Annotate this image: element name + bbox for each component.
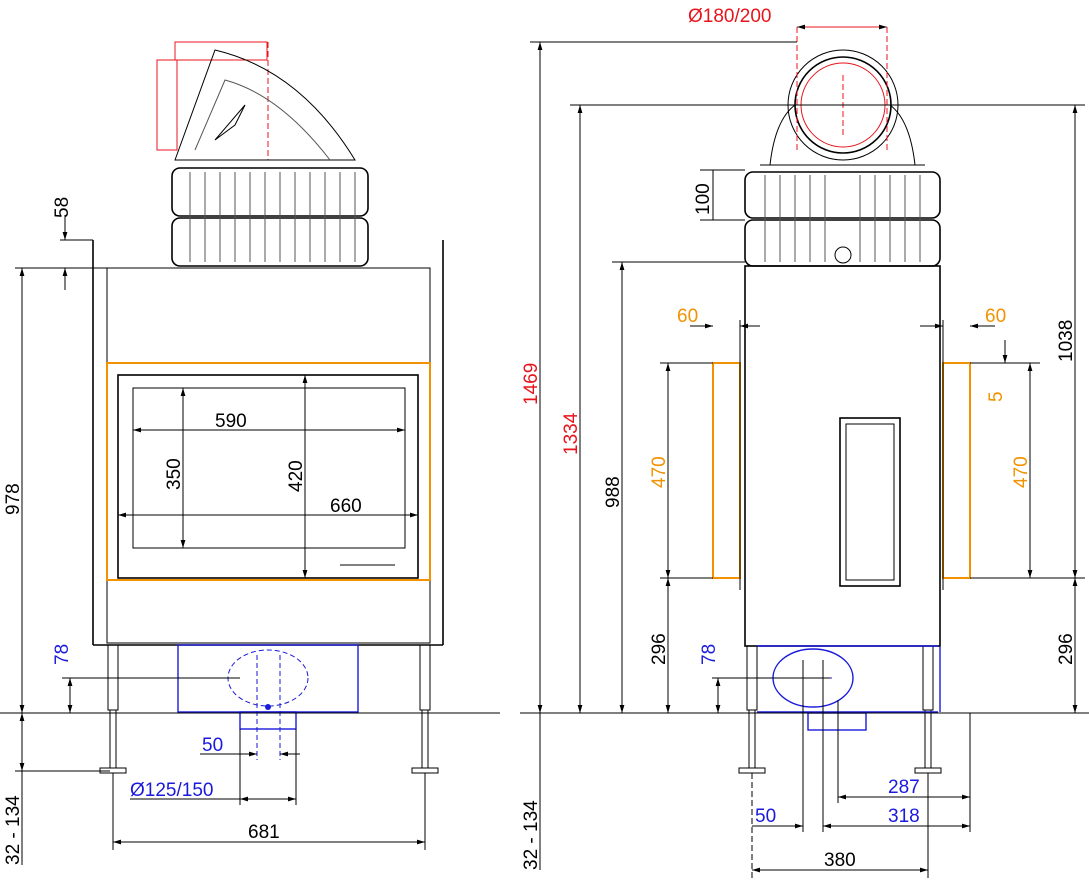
side-air-inlet — [757, 645, 941, 731]
dim-flue-diameter: Ø180/200 — [688, 6, 771, 27]
dim-leg-adjust: 32 - 134 — [3, 795, 24, 865]
dim-470-left: 470 — [649, 456, 670, 488]
dim-287: 287 — [888, 777, 920, 798]
dim-50: 50 — [202, 735, 223, 756]
dim-590: 590 — [215, 411, 247, 432]
side-panel-left — [712, 362, 741, 579]
dim-660: 660 — [330, 496, 362, 517]
dim-350: 350 — [164, 458, 185, 490]
dim-318: 318 — [888, 806, 920, 827]
flue-elbow — [156, 41, 356, 161]
dim-296-left: 296 — [649, 633, 670, 665]
firebox-body — [92, 240, 444, 646]
side-legs — [738, 645, 942, 774]
dim-60-left: 60 — [677, 306, 698, 327]
dim-58: 58 — [52, 197, 73, 218]
dim-978: 978 — [3, 483, 24, 515]
dim-50-side: 50 — [755, 806, 776, 827]
side-panel-right — [942, 362, 971, 579]
dim-air-diameter: Ø125/150 — [130, 780, 213, 801]
dim-leg-adjust-side: 32 - 134 — [521, 800, 542, 870]
convection-drums — [171, 167, 369, 267]
dim-5: 5 — [986, 391, 1007, 402]
dim-100: 100 — [693, 183, 714, 215]
dim-78: 78 — [52, 644, 73, 665]
dim-1469: 1469 — [521, 363, 542, 405]
dim-1334: 1334 — [561, 412, 582, 455]
door — [117, 374, 419, 579]
front-view: 58 978 590 660 350 420 78 50 Ø125/150 68… — [0, 41, 500, 865]
frame-outline — [106, 362, 431, 581]
dim-296-right: 296 — [1056, 633, 1077, 665]
side-body — [712, 265, 971, 647]
dim-380: 380 — [824, 850, 856, 871]
front-dimension-labels: 58 978 590 660 350 420 78 50 Ø125/150 68… — [3, 197, 362, 865]
front-dimension-lines — [0, 215, 500, 865]
flue-collar — [760, 27, 925, 166]
side-convection-drums — [744, 171, 941, 267]
dim-78-side: 78 — [699, 644, 720, 665]
side-window — [839, 417, 901, 587]
dim-470-right: 470 — [1011, 456, 1032, 488]
dim-681: 681 — [248, 822, 280, 843]
dim-988: 988 — [603, 476, 624, 508]
dim-60-right: 60 — [985, 306, 1006, 327]
glass — [132, 387, 406, 549]
side-view: Ø180/200 1469 1334 988 100 60 60 5 470 4… — [520, 6, 1089, 878]
dim-420: 420 — [286, 460, 307, 492]
side-dimension-lines — [520, 24, 1089, 878]
dim-1038: 1038 — [1056, 320, 1077, 362]
side-dimension-labels: Ø180/200 1469 1334 988 100 60 60 5 470 4… — [521, 6, 1077, 871]
